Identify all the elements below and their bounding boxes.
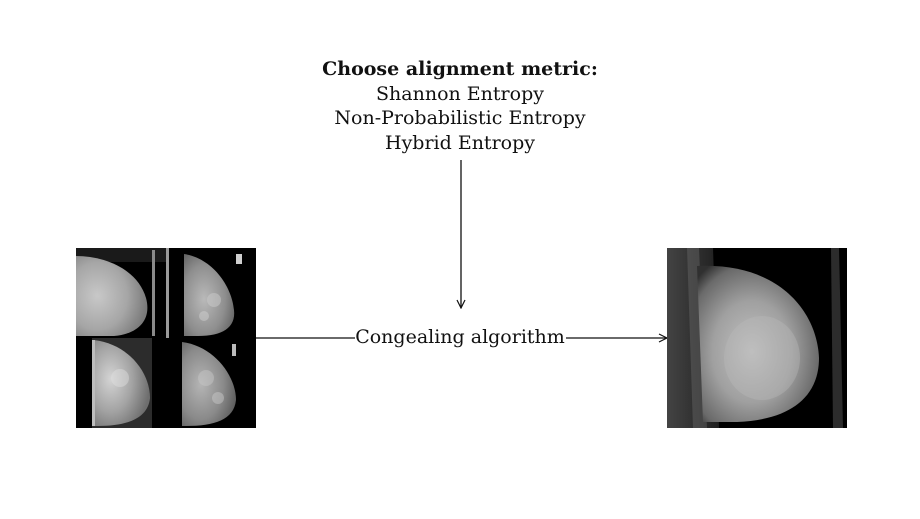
mammogram-tile-2 [166,248,256,338]
input-mammogram-grid [76,248,256,428]
mammogram-tile-3 [76,338,166,428]
metric-option-shannon: Shannon Entropy [376,82,544,105]
metric-panel-title: Choose alignment metric: [322,58,598,80]
output-aligned-mammogram [667,248,847,428]
mammogram-tile-1 [76,248,166,338]
alignment-metric-panel: Choose alignment metric: Shannon Entropy… [300,57,620,155]
congealing-algorithm-label: Congealing algorithm [355,324,565,350]
metric-option-non-probabilistic: Non-Probabilistic Entropy [334,107,586,129]
metric-option-hybrid: Hybrid Entropy [385,131,535,154]
mammogram-tile-4 [166,338,256,428]
